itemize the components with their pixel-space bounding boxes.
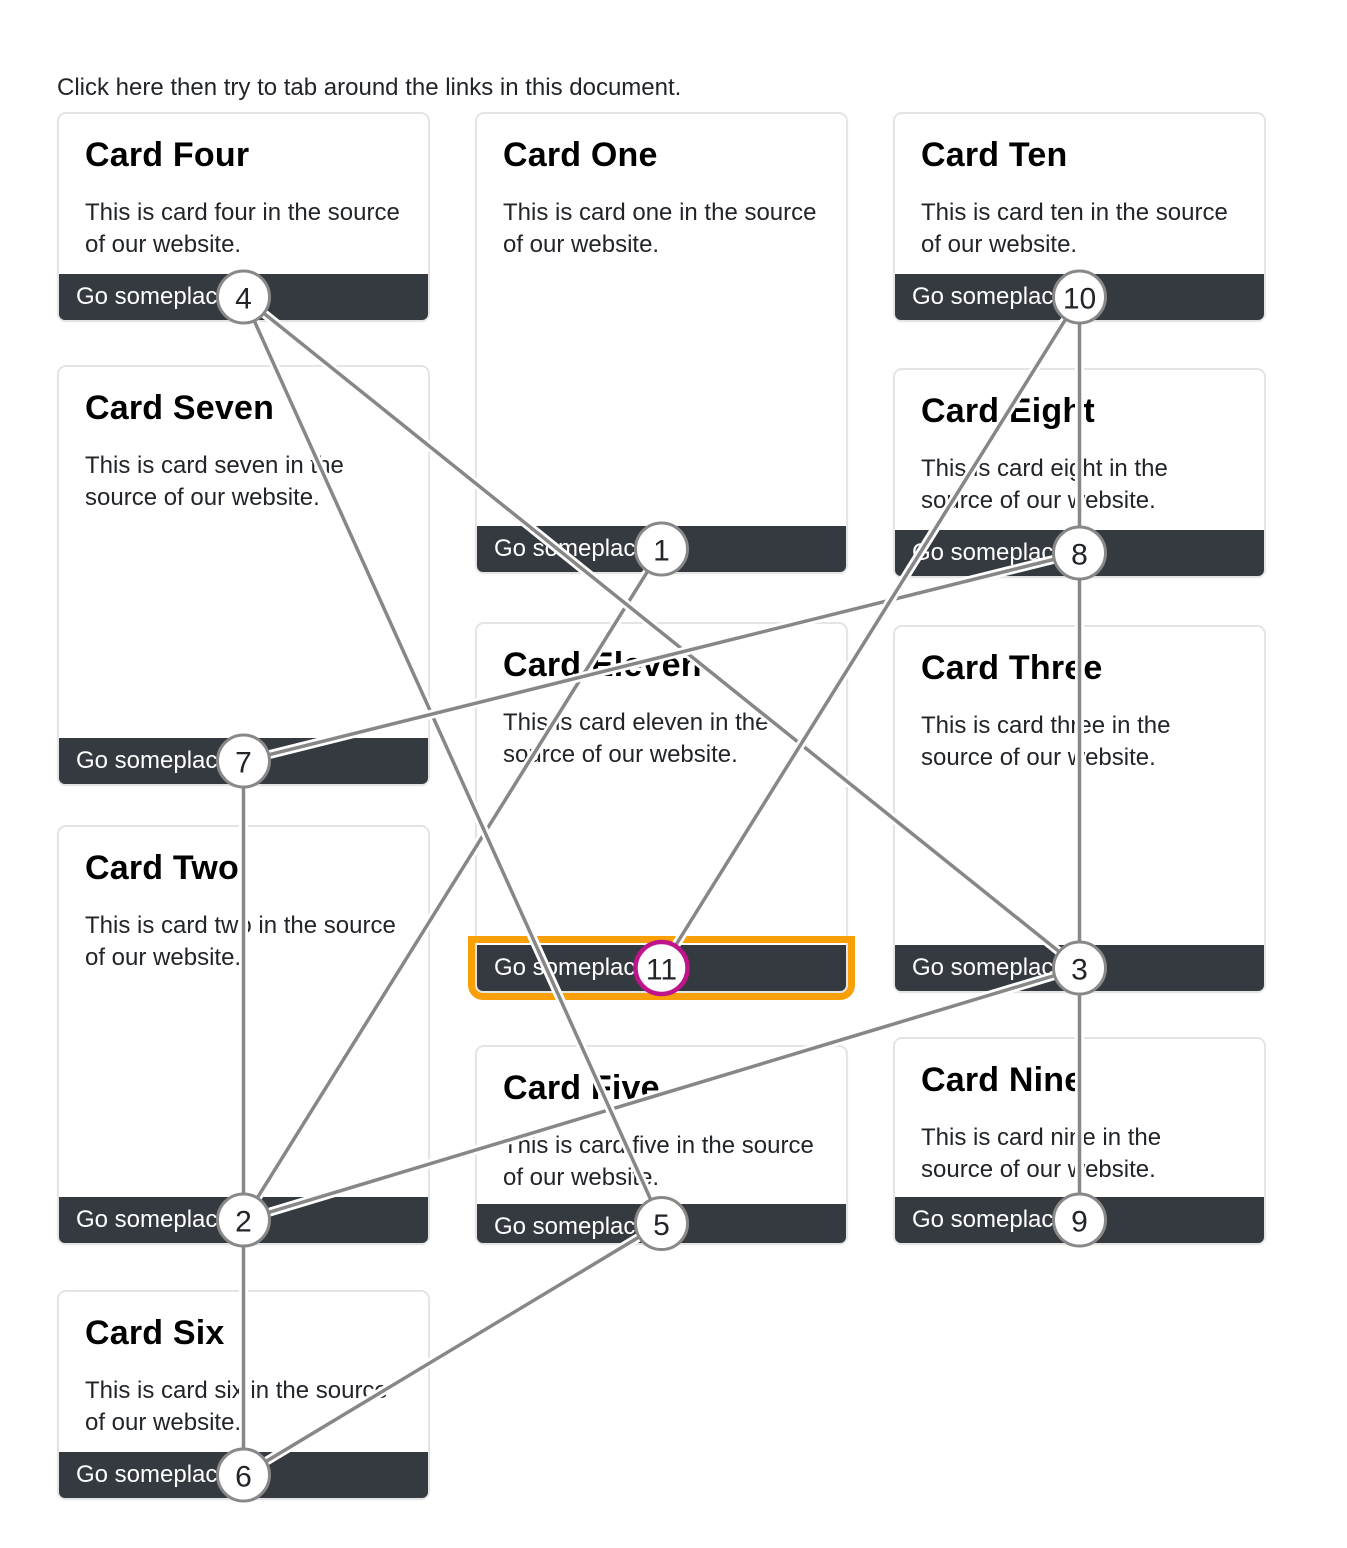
card-title: Card Eight [921, 392, 1095, 430]
instruction-text: Click here then try to tab around the li… [57, 74, 682, 101]
go-someplace-button[interactable]: Go someplace [477, 526, 846, 572]
card-description: This is card eight in the source of our … [921, 455, 1168, 514]
go-someplace-button[interactable]: Go someplace [895, 530, 1264, 576]
go-someplace-button[interactable]: Go someplace [59, 274, 428, 320]
go-someplace-button[interactable]: Go someplace [59, 738, 428, 784]
card-nine: Card Nine This is card nine in the sourc… [893, 1037, 1266, 1245]
card-description: This is card two in the source of our we… [85, 912, 396, 971]
card-two: Card Two This is card two in the source … [57, 825, 430, 1245]
go-someplace-button[interactable]: Go someplace [895, 1197, 1264, 1243]
card-description: This is card nine in the source of our w… [921, 1124, 1162, 1183]
card-description: This is card four in the source of our w… [85, 199, 400, 258]
card-description: This is card one in the source of our we… [503, 199, 817, 258]
card-ten: Card Ten This is card ten in the source … [893, 112, 1266, 322]
card-seven: Card Seven This is card seven in the sou… [57, 365, 430, 786]
card-five: Card Five This is card five in the sourc… [475, 1045, 848, 1245]
card-description: This is card ten in the source of our we… [921, 199, 1228, 258]
go-someplace-button[interactable]: Go someplace [895, 274, 1264, 320]
card-eleven: Card Eleven This is card eleven in the s… [468, 622, 855, 1000]
card-six: Card Six This is card six in the source … [57, 1290, 430, 1500]
card-one: Card One This is card one in the source … [475, 112, 848, 574]
card-three: Card Three This is card three in the sou… [893, 625, 1266, 993]
card-title: Card Ten [921, 136, 1068, 174]
go-someplace-button[interactable]: Go someplace [477, 1204, 846, 1243]
card-description: This is card seven in the source of our … [85, 452, 344, 511]
go-someplace-button[interactable]: Go someplace [895, 945, 1264, 991]
card-title: Card Nine [921, 1061, 1084, 1099]
card-title: Card One [503, 136, 658, 174]
card-description: This is card three in the source of our … [921, 712, 1171, 771]
card-description: This is card six in the source of our we… [85, 1377, 388, 1436]
card-eight: Card Eight This is card eight in the sou… [893, 368, 1266, 578]
card-four: Card Four This is card four in the sourc… [57, 112, 430, 322]
card-title: Card Two [85, 849, 239, 887]
go-someplace-button[interactable]: Go someplace [59, 1197, 428, 1243]
card-description: This is card five in the source of our w… [503, 1132, 814, 1191]
card-title: Card Six [85, 1314, 225, 1352]
card-description: This is card eleven in the source of our… [503, 709, 769, 768]
card-title: Card Eleven [503, 646, 702, 684]
go-someplace-button[interactable]: Go someplace [59, 1452, 428, 1498]
card-title: Card Five [503, 1069, 660, 1107]
card-title: Card Seven [85, 389, 275, 427]
card-title: Card Three [921, 649, 1103, 687]
go-someplace-button[interactable]: Go someplace [468, 936, 855, 1000]
card-title: Card Four [85, 136, 250, 174]
